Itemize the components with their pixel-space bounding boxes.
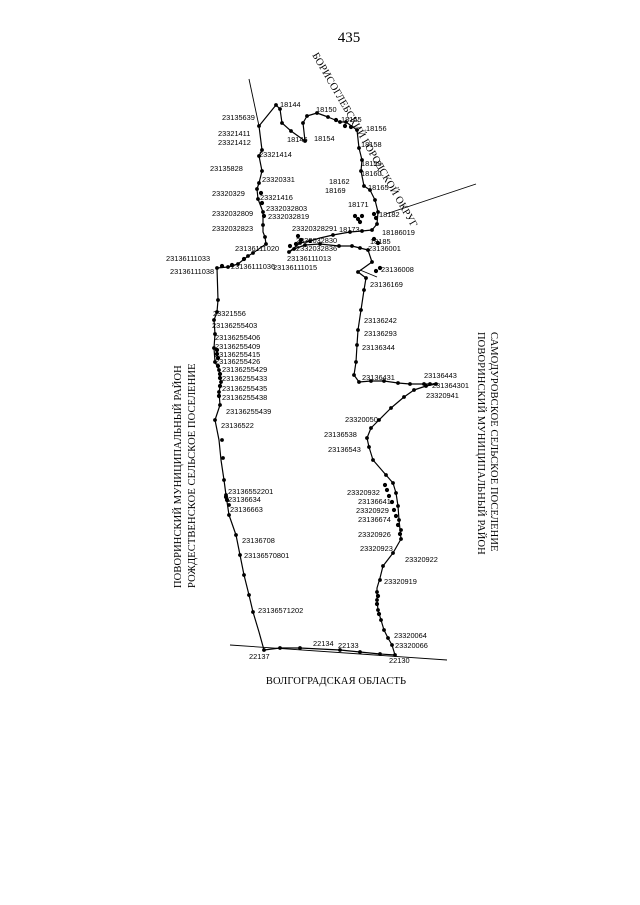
point-label: 23136293: [364, 329, 397, 338]
point-label: 23136255409: [215, 342, 260, 351]
point-label: 23136255403: [212, 321, 257, 330]
point-label: 23136634: [228, 495, 261, 504]
point-label: 23320929: [356, 506, 389, 515]
region-label-bottom: ВОЛГОГРАДСКАЯ ОБЛАСТЬ: [266, 676, 406, 687]
point-label: 23136570801: [244, 551, 289, 560]
point-label: 18185: [370, 237, 391, 246]
point-label: 23320932: [347, 488, 380, 497]
point-label: 23320922: [405, 555, 438, 564]
point-label: 23136708: [242, 536, 275, 545]
point-label: 23320329: [212, 189, 245, 198]
point-label: 18155: [341, 115, 362, 124]
point-label: 23136111033: [166, 254, 210, 263]
point-label: 18186019: [382, 228, 415, 237]
point-label: 23320050: [345, 415, 378, 424]
point-label: 22134: [313, 639, 334, 648]
point-label: 23136169: [370, 280, 403, 289]
neighbour-borders: [229, 78, 477, 661]
point-label: 23135828: [210, 164, 243, 173]
point-label: 23136255435: [222, 384, 267, 393]
point-label: 23136111038: [170, 267, 214, 276]
point-label: 18144: [280, 100, 301, 109]
page-number: 435: [338, 30, 361, 46]
point-label: 23136431: [362, 373, 395, 382]
point-label: 23136111020: [235, 244, 279, 253]
point-label: 23136255433: [222, 374, 267, 383]
point-label: 18171: [348, 200, 369, 209]
point-labels: 23135639 18144 18150 18146 18155 18154 1…: [166, 100, 469, 665]
point-label: 23136255439: [226, 407, 271, 416]
point-label: 23320926: [358, 530, 391, 539]
point-label: 18173: [339, 225, 360, 234]
point-label: 23136111015: [273, 263, 317, 272]
point-label: 23320064: [394, 631, 427, 640]
region-label-right-line2: САМОДУРОВСКОЕ СЕЛЬСКОЕ ПОСЕЛЕНИЕ: [488, 332, 499, 552]
point-label: 23320331: [262, 175, 295, 184]
point-label: 23136571202: [258, 606, 303, 615]
point-label: 18146: [287, 135, 308, 144]
point-label: 18159: [361, 159, 382, 168]
point-label: 23136008: [381, 265, 414, 274]
region-label-right-line1: ПОВОРИНСКИЙ МУНИЦИПАЛЬНЫЙ РАЙОН: [475, 332, 487, 555]
point-label: 23136344: [362, 343, 395, 352]
point-label: 18150: [316, 105, 337, 114]
point-label: 18162: [329, 177, 350, 186]
point-label: 2332032823: [212, 224, 253, 233]
point-label: 18165: [368, 183, 389, 192]
point-label: 231364301: [432, 381, 469, 390]
point-label: 22130: [389, 656, 410, 665]
boundary-line: [213, 104, 437, 656]
point-label: 23136255429: [222, 365, 267, 374]
point-label: 22133: [338, 641, 359, 650]
point-label: 2332032803: [266, 204, 307, 213]
point-label: 23321414: [259, 150, 292, 159]
point-label: 23136538: [324, 430, 357, 439]
point-label: 23320923: [360, 544, 393, 553]
point-label: 18160: [361, 169, 382, 178]
point-label: 23320919: [384, 577, 417, 586]
point-label: 2332032809: [212, 209, 253, 218]
point-label: 23136552201: [228, 487, 273, 496]
point-label: 18156: [366, 124, 387, 133]
point-label: 18158: [361, 140, 382, 149]
point-label: 23136111036: [231, 262, 275, 271]
point-label: 23136255406: [215, 333, 260, 342]
point-label: 23136255426: [215, 357, 260, 366]
point-label: 2332032836: [296, 244, 337, 253]
point-label: 2332032830: [296, 236, 337, 245]
point-label: 23136663: [230, 505, 263, 514]
region-label-left-line1: ПОВОРИНСКИЙ МУНИЦИПАЛЬНЫЙ РАЙОН: [172, 365, 184, 588]
boundary-vertices: [212, 103, 438, 657]
point-label: 23135639: [222, 113, 255, 122]
point-label: 22137: [249, 652, 270, 661]
point-label: 23320941: [426, 391, 459, 400]
point-label: 23136001: [368, 244, 401, 253]
point-label: 23136255438: [222, 393, 267, 402]
point-label: 23136543: [328, 445, 361, 454]
point-label: 2332032819: [268, 212, 309, 221]
point-label: 23321412: [218, 138, 251, 147]
point-label: 23136255415: [215, 350, 260, 359]
point-label: 23321416: [260, 193, 293, 202]
point-label: 23321556: [213, 309, 246, 318]
point-label: 23136242: [364, 316, 397, 325]
point-label: 23136674: [358, 515, 391, 524]
point-label: 18169: [325, 186, 346, 195]
point-label: 23136522: [221, 421, 254, 430]
point-label: 23321411: [218, 129, 250, 138]
point-label: 23136641: [358, 497, 391, 506]
point-label: 18154: [314, 134, 335, 143]
point-label: 23136111013: [287, 254, 331, 263]
region-label-left-line2: РОЖДЕСТВЕНСКОЕ СЕЛЬСКОЕ ПОСЕЛЕНИЕ: [187, 363, 198, 588]
point-label: 23320066: [395, 641, 428, 650]
point-label: 23136443: [424, 371, 457, 380]
point-label: 18182: [379, 210, 400, 219]
point-label: 23320328291: [292, 224, 337, 233]
